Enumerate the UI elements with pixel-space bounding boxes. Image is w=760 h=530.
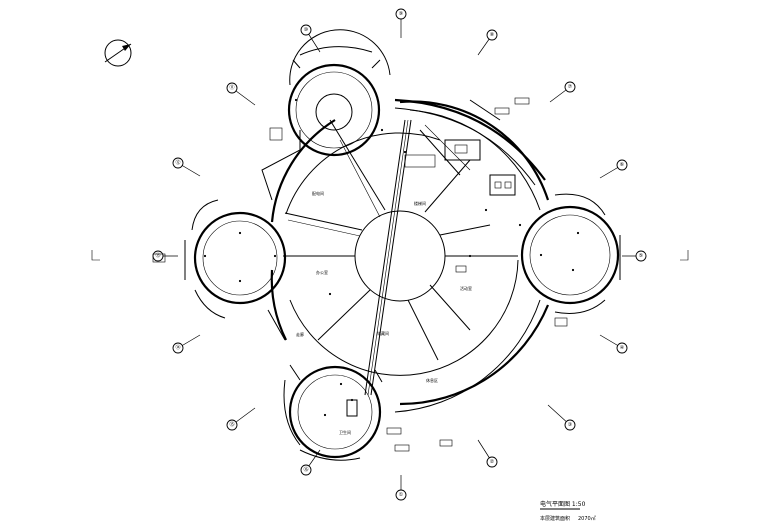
west-lobe (184, 199, 287, 319)
axis-bubble: ② (477, 439, 498, 468)
room-tags (152, 97, 568, 452)
east-lobe (520, 193, 621, 314)
axis-bubble: ⑬ (152, 250, 178, 262)
ne-service-block (404, 99, 516, 196)
room-label: 楼梯间 (414, 200, 426, 206)
axis-label: ⑪ (229, 84, 234, 91)
fixture-point (238, 279, 242, 283)
axis-label: ⑧ (490, 32, 495, 38)
fixture-point (484, 208, 488, 212)
fixture-point (350, 398, 354, 402)
fixture-point (328, 292, 332, 296)
fixture-point (403, 150, 407, 154)
north-arrow-icon (104, 39, 132, 67)
fixture-point (576, 231, 580, 235)
axis-bubble: ⑩ (300, 24, 321, 53)
axis-bubble: ⑫ (172, 157, 201, 177)
fixture-point (518, 223, 522, 227)
room-label: 配电间 (312, 190, 324, 196)
room-label: 走廊 (296, 331, 304, 337)
drawing-title-block: 电气平面图 1:50 本层建筑面积 2070㎡ (540, 500, 596, 522)
axis-bubble: ⑦ (549, 81, 576, 103)
axis-label: ⑮ (229, 421, 234, 428)
axis-label: ⑭ (175, 344, 180, 351)
room-labels: 办公室 储藏间 活动室 楼梯间 卫生间 配电间 休息区 走廊 (296, 190, 472, 435)
axis-label: ⑨ (399, 11, 403, 17)
axis-label: ⑦ (568, 84, 573, 90)
room-label: 卫生间 (339, 429, 351, 435)
axis-bubble: ⑧ (477, 29, 498, 56)
area-value: 2070㎡ (578, 515, 596, 522)
axis-bubble: ④ (599, 334, 628, 354)
axis-label: ① (399, 492, 404, 498)
area-label: 本层建筑面积 (540, 515, 570, 522)
axis-bubble: ⑪ (226, 82, 256, 106)
south-lobe (283, 364, 383, 461)
room-label: 储藏间 (377, 330, 389, 336)
fixture-point (339, 382, 343, 386)
fixture-point (468, 254, 472, 258)
axis-bubble: ⑤ (622, 250, 647, 262)
axis-bubble: ⑨ (395, 8, 407, 38)
center-marks (91, 250, 689, 261)
axis-label: ⑫ (175, 159, 180, 166)
axis-label: ⑥ (620, 162, 625, 168)
axis-bubble: ⑭ (172, 334, 201, 354)
fixture-point (238, 231, 242, 235)
room-label: 办公室 (316, 269, 328, 275)
axis-label: ⑩ (304, 27, 309, 33)
axis-bubble: ⑮ (226, 407, 256, 431)
main-walls (261, 98, 550, 413)
room-label: 休息区 (426, 377, 438, 383)
electrical-points (203, 98, 580, 417)
axis-bubble: ① (395, 475, 407, 501)
axis-label: ⑤ (639, 253, 643, 259)
axis-label: ③ (568, 422, 572, 428)
axis-bubbles: ① ② ③ ④ ⑤ ⑥ ⑦ ⑧ ⑨ ⑩ ⑪ ⑫ ⑬ ⑭ ⑮ ⑯ (152, 8, 647, 501)
axis-label: ⑬ (155, 252, 160, 259)
room-label: 活动室 (460, 285, 472, 291)
axis-bubble: ③ (547, 404, 576, 431)
axis-label: ⑯ (303, 466, 308, 473)
north-lobe (287, 29, 391, 157)
fixture-point (323, 413, 327, 417)
axis-label: ④ (620, 345, 625, 351)
fixture-point (380, 128, 384, 132)
drawing-title: 电气平面图 1:50 (540, 500, 586, 508)
fixture-point (539, 253, 543, 257)
axis-bubble: ⑥ (599, 159, 628, 179)
axis-label: ② (490, 459, 495, 465)
fixture-point (273, 254, 277, 258)
fixture-point (203, 254, 207, 258)
fixture-point (571, 268, 575, 272)
fixture-point (294, 98, 298, 102)
